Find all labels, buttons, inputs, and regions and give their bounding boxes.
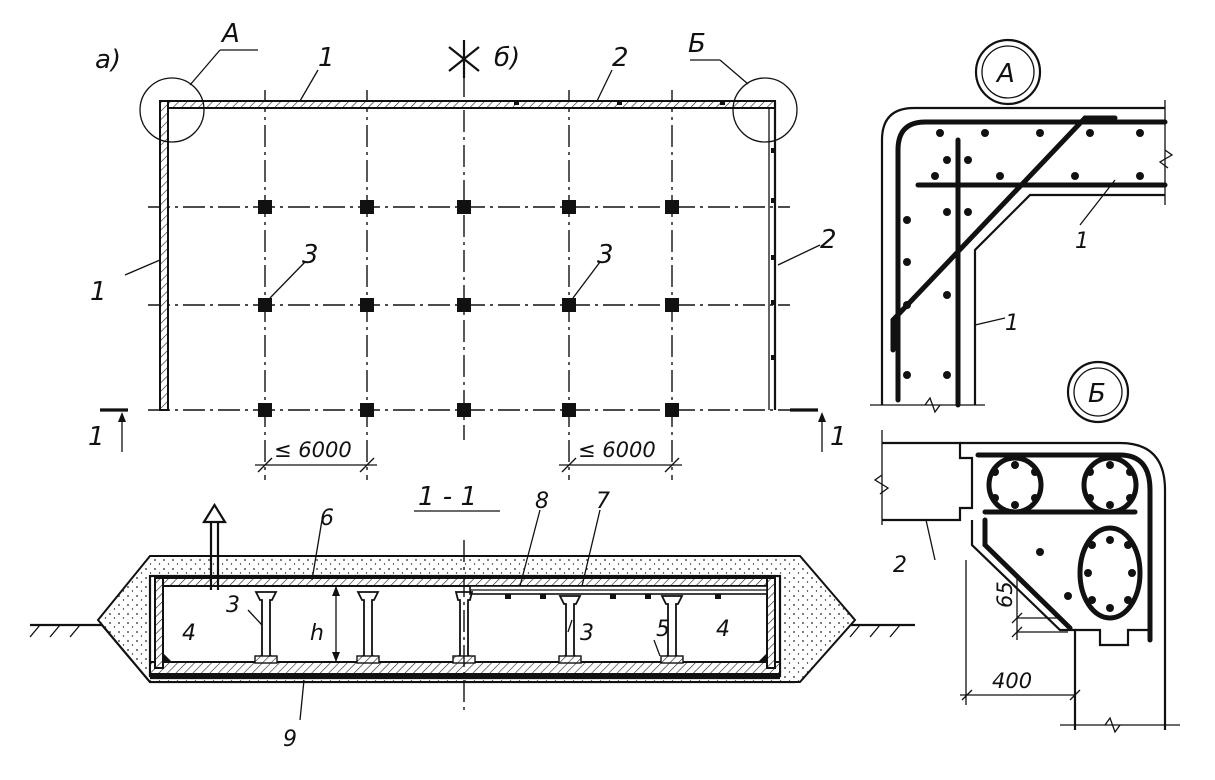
plan-columns: [258, 200, 679, 417]
label-wall-2-top: 2: [612, 43, 629, 73]
detail-b-dim-65: 65: [993, 581, 1017, 608]
dimension-span-left: ≤ 6000: [274, 438, 352, 462]
label-pos-7: 7: [596, 489, 610, 514]
detail-a-rebar-dots: [903, 129, 1144, 379]
section-mark-left: 1: [88, 422, 105, 452]
plan-view: а) б) А Б 1 2 1 2 3 3 1 1 ≤ 6000 ≤ 6000: [88, 19, 847, 480]
detail-b-rebar-dots: [991, 461, 1136, 612]
detail-b: Б 65 400: [873, 360, 1180, 734]
label-height: h: [310, 621, 324, 646]
label-pos-3-left: 3: [226, 593, 240, 618]
section-columns: [254, 591, 684, 664]
label-wall-1-left: 1: [90, 277, 107, 307]
detail-b-title: Б: [1088, 379, 1106, 409]
label-pos-6: 6: [320, 506, 334, 531]
dimension-span-right: ≤ 6000: [578, 438, 656, 462]
label-pos-3-right: 3: [580, 621, 594, 646]
label-pos-9: 9: [283, 727, 297, 752]
detail-a: А 1 1: [870, 38, 1174, 414]
label-column-right: 3: [597, 240, 614, 270]
label-pos-8: 8: [535, 489, 549, 514]
label-pos-4-left: 4: [182, 621, 196, 646]
label-wall-1-top: 1: [318, 43, 335, 73]
callout-label-b: Б: [688, 29, 706, 59]
section-mark-right: 1: [830, 422, 847, 452]
detail-a-label-1-wall: 1: [1005, 311, 1019, 336]
label-wall-2-right: 2: [820, 225, 837, 255]
plan-label-b: б): [494, 43, 520, 73]
section-view: 1 - 1: [29, 482, 915, 752]
plan-label-a: а): [95, 45, 121, 75]
detail-a-title: А: [995, 59, 1015, 89]
label-column-left: 3: [302, 240, 319, 270]
detail-a-label-1-slab: 1: [1075, 229, 1089, 254]
plan-dimensions: [255, 457, 682, 473]
detail-b-label-2: 2: [893, 553, 907, 578]
callout-circle-a: [139, 77, 205, 143]
label-pos-4-right: 4: [716, 617, 730, 642]
detail-b-dim-400: 400: [992, 669, 1032, 693]
callout-circle-b: [732, 77, 798, 143]
plan-walls: [159, 100, 777, 411]
callout-label-a: А: [220, 19, 240, 49]
section-title: 1 - 1: [418, 482, 477, 512]
label-pos-5: 5: [656, 617, 670, 642]
